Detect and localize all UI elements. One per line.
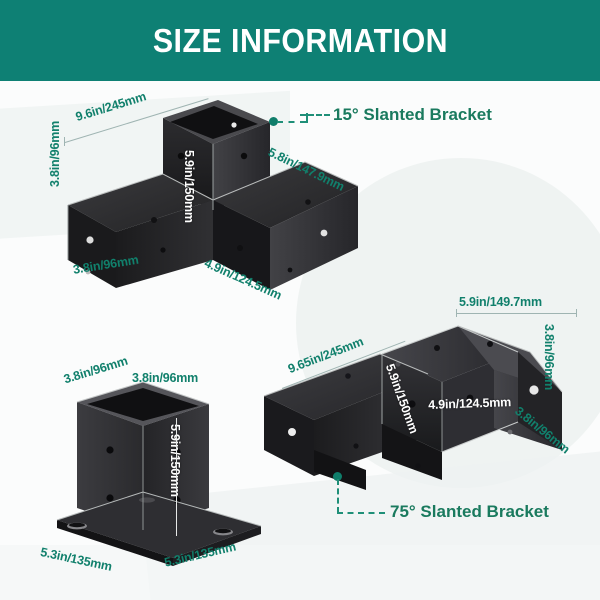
leader-tick-75-top-right-l (456, 309, 457, 317)
product-image-75-degree-bracket (262, 300, 582, 490)
background-floor-shape (0, 545, 600, 600)
callout-dash-upper-15 (300, 114, 330, 116)
callout-dash-lower-15 (277, 121, 306, 123)
callout-anchor-dot-75 (333, 472, 342, 481)
callout-dash-riser-75 (337, 479, 339, 513)
product-image-post-base (55, 380, 265, 566)
callout-dash-run-75 (337, 512, 385, 514)
dim-75-right-height: 3.8in/96mm (542, 324, 556, 391)
callout-dash-riser-15 (306, 113, 308, 123)
leader-tick-top-span (64, 137, 65, 146)
page-title: SIZE INFORMATION (152, 21, 448, 59)
product-image-15-degree-bracket (58, 100, 388, 290)
dim-base-top-right-edge: 3.8in/96mm (132, 371, 199, 385)
dim-75-center-width: 4.9in/124.5mm (428, 395, 512, 412)
dim-75-top-right-span: 5.9in/149.7mm (459, 295, 542, 309)
callout-anchor-dot-15 (269, 117, 278, 126)
callout-label-75-degree-bracket: 75° Slanted Bracket (390, 502, 549, 521)
leader-line-base-height (176, 418, 177, 536)
dim-base-sleeve-height: 5.9in/150mm (168, 424, 182, 497)
bracket-15-svg (67, 100, 359, 290)
post-base-svg (56, 381, 262, 566)
dim-15-post-height: 5.9in/150mm (182, 150, 196, 223)
header-bar: SIZE INFORMATION (0, 0, 600, 81)
dim-15-left-arm-height: 3.8in/96mm (48, 120, 62, 187)
leader-line-75-top-right (456, 313, 576, 314)
bracket-75-svg (263, 325, 563, 490)
callout-label-15-degree-bracket: 15° Slanted Bracket (333, 105, 492, 124)
leader-tick-75-top-right-r (576, 309, 577, 317)
